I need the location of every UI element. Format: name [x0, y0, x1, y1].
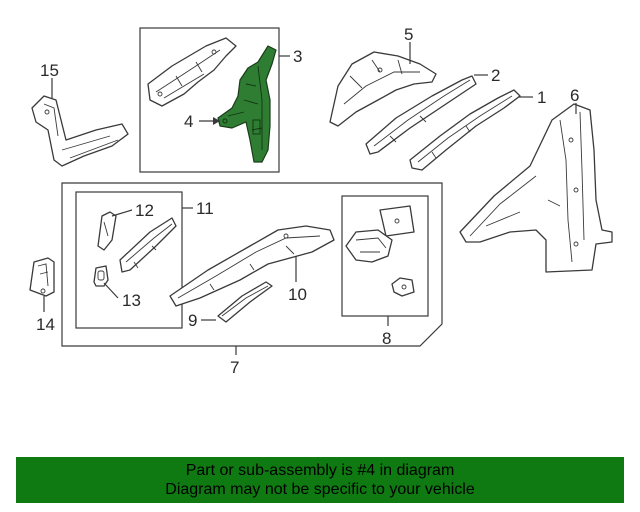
part-13 — [93, 265, 109, 287]
part-5 — [329, 51, 437, 127]
part-3-assembly — [147, 37, 237, 107]
banner-line-1: Part or sub-assembly is #4 in diagram — [185, 462, 455, 479]
callout-8: 8 — [382, 329, 391, 348]
callout-7: 7 — [230, 358, 239, 377]
part-12 — [97, 211, 117, 251]
part-8-small — [391, 277, 415, 297]
callout-3: 3 — [293, 47, 302, 66]
callout-11: 11 — [196, 199, 214, 218]
callout-5: 5 — [404, 25, 413, 44]
part-9 — [217, 281, 273, 323]
box-11 — [75, 191, 183, 329]
callout-6: 6 — [570, 86, 579, 105]
box-8 — [341, 195, 429, 317]
part-6 — [459, 103, 613, 273]
part-1 — [409, 89, 521, 171]
callout-2: 2 — [491, 66, 500, 85]
part-15 — [31, 95, 129, 167]
callout-1: 1 — [537, 88, 546, 107]
part-10 — [169, 225, 335, 307]
parts-diagram: 15 3 4 5 2 1 — [29, 25, 613, 377]
arrow-4 — [213, 117, 220, 125]
leader-13 — [103, 282, 119, 299]
box-3 — [139, 27, 280, 173]
part-8-plate — [379, 205, 415, 237]
callout-4: 4 — [184, 112, 193, 131]
part-4-highlighted — [217, 45, 277, 163]
part-2 — [365, 75, 477, 155]
part-11-bracket — [119, 217, 177, 273]
callout-15: 15 — [40, 61, 59, 80]
callout-10: 10 — [288, 285, 307, 304]
callout-9: 9 — [188, 311, 197, 330]
callout-14: 14 — [36, 315, 55, 334]
box-7 — [61, 182, 443, 347]
info-banner: Part or sub-assembly is #4 in diagram Di… — [16, 457, 624, 503]
leader-12 — [111, 209, 133, 217]
part-8-bracket — [345, 229, 393, 263]
part-14 — [29, 257, 55, 297]
callout-13: 13 — [122, 291, 141, 310]
banner-line-2: Diagram may not be specific to your vehi… — [165, 481, 475, 498]
callout-12: 12 — [135, 201, 154, 220]
